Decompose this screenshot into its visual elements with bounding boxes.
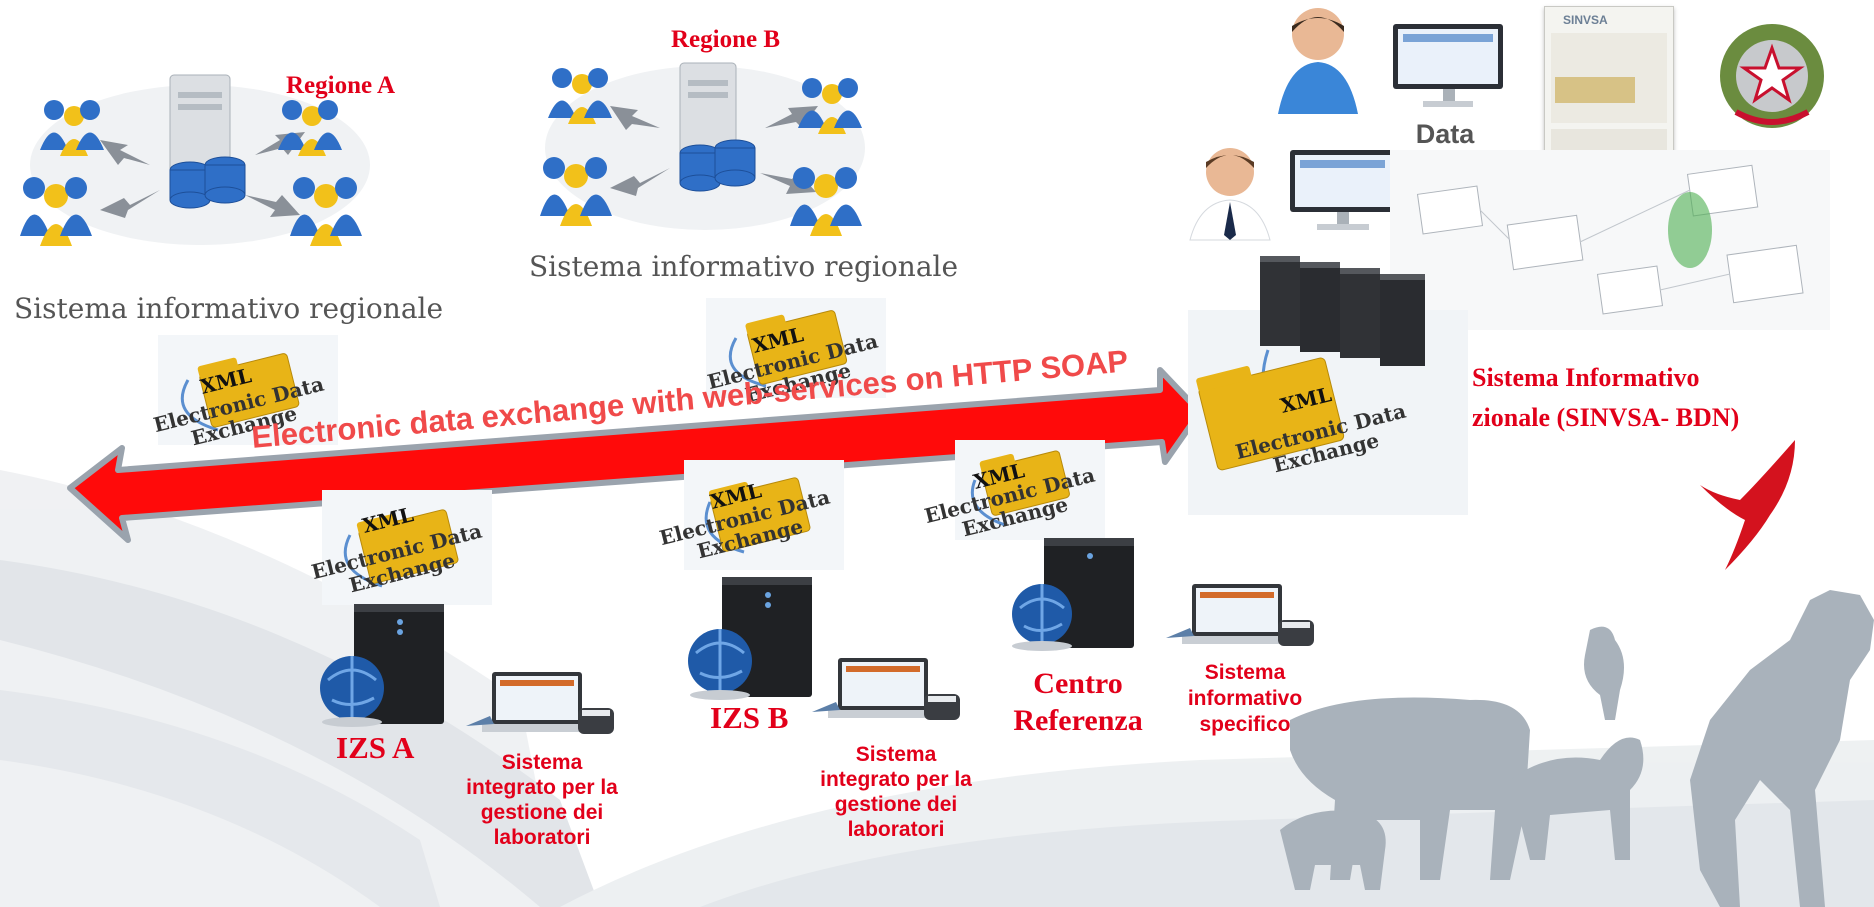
izs-b-system-line2: integrato per la xyxy=(820,768,972,791)
izs-a-system-label: Sistema integrato per la gestione dei la… xyxy=(442,750,642,850)
centro-system-line3: specifico xyxy=(1199,713,1291,736)
data-entry-line1: Data xyxy=(1415,119,1475,149)
region-a-caption: Sistema informativo regionale xyxy=(14,292,444,325)
region-b-caption: Sistema informativo regionale xyxy=(529,250,959,283)
centro-system-label: Sistema informativo specifico xyxy=(1160,660,1330,738)
xml-folder-icon xyxy=(955,440,1105,540)
izs-a-name: IZS A xyxy=(336,730,415,765)
izs-b-name: IZS B xyxy=(710,700,789,735)
izs-b-server-globe-image xyxy=(688,577,812,700)
izs-a-laptop-scanner-image xyxy=(466,672,614,734)
national-title-line2: zionale (SINVSA- BDN) xyxy=(1472,403,1740,432)
centro-name: Centro Referenza xyxy=(1000,665,1156,739)
red-bird-logo-icon xyxy=(1700,440,1795,570)
xml-folder-icon xyxy=(684,460,844,570)
italian-republic-emblem-icon xyxy=(1720,24,1824,128)
user-desktop-image-2 xyxy=(1189,148,1395,241)
izs-a-system-line4: laboratori xyxy=(493,826,591,849)
region-a-title: Regione A xyxy=(286,72,396,99)
xml-folder-icon xyxy=(322,490,492,605)
xml-exchange-region-b: XML Electronic Data Exchange xyxy=(700,298,900,428)
region-b-network-image xyxy=(540,62,865,236)
centro-laptop-scanner-image xyxy=(1166,584,1314,646)
portal-logo: SINVSA xyxy=(1563,13,1608,27)
centro-name-line2: Referenza xyxy=(1013,704,1143,737)
izs-a-system-line1: Sistema xyxy=(501,751,583,774)
izs-a-system-line2: integrato per la xyxy=(466,776,618,799)
centro-system-line2: informativo xyxy=(1187,687,1303,710)
flowchart-background-image xyxy=(1390,150,1830,330)
izs-b-system-line1: Sistema xyxy=(855,743,937,766)
region-b-title: Regione B xyxy=(671,26,781,53)
national-system-title: Sistema Informativo zionale (SINVSA- BDN… xyxy=(1472,358,1739,438)
xml-exchange-izs-a: XML Electronic Data Exchange xyxy=(309,490,512,620)
izs-b-laptop-scanner-image xyxy=(812,658,960,720)
region-a-network-image xyxy=(20,74,370,246)
user-desktop-image-1 xyxy=(1278,8,1503,114)
xml-exchange-region-a: XML Electronic Data Exchange xyxy=(148,335,348,465)
xml-folder-icon xyxy=(706,298,886,398)
izs-b-system-label: Sistema integrato per la gestione dei la… xyxy=(796,742,996,842)
izs-b-system-line3: gestione dei xyxy=(834,793,958,816)
xml-exchange-centro: XML Electronic Data Exchange xyxy=(922,440,1125,560)
xml-exchange-izs-b: XML Electronic Data Exchange xyxy=(657,460,860,590)
xml-folder-icon xyxy=(158,335,338,445)
izs-b-system-line4: laboratori xyxy=(847,818,945,841)
izs-a-system-line3: gestione dei xyxy=(480,801,604,824)
centro-server-globe-image xyxy=(1012,538,1134,651)
animals-silhouette-image xyxy=(1280,590,1874,907)
national-title-line1: Sistema Informativo xyxy=(1472,363,1700,392)
datacenter-servers-image xyxy=(1188,256,1468,515)
centro-name-line1: Centro xyxy=(1033,667,1123,700)
izs-a-server-globe-image xyxy=(320,604,444,727)
centro-system-line1: Sistema xyxy=(1204,661,1286,684)
